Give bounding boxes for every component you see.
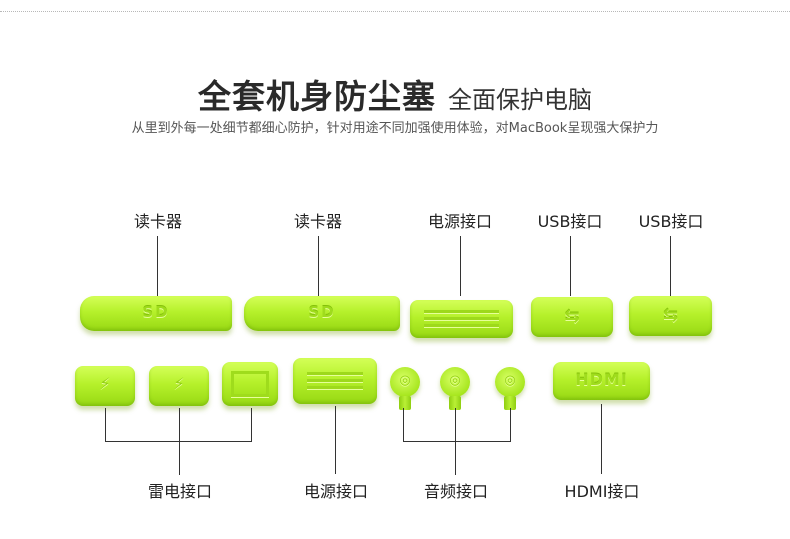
thunderbolt-icon: ⚡ — [99, 374, 111, 393]
bracket-line-audio-2 — [455, 408, 456, 442]
hdmi-emboss: HDMI — [575, 370, 628, 389]
label-thunderbolt-port: 雷电接口 — [147, 482, 213, 501]
top-dotted-divider — [0, 11, 790, 12]
audio-plug-1-stem — [399, 396, 411, 410]
usb-symbol-icon: ⇆ — [662, 305, 679, 326]
sd-emboss-2: SD — [308, 303, 336, 321]
label-usb-port-2: USB接口 — [638, 212, 704, 231]
label-card-reader-2: 读卡器 — [293, 212, 343, 231]
pointer-line-power-top — [460, 236, 461, 296]
sd-emboss-1: SD — [142, 303, 170, 321]
bracket-line-audio-3 — [510, 408, 511, 442]
pointer-line-thunderbolt — [179, 441, 180, 475]
usb-symbol-icon: ⇆ — [564, 306, 580, 327]
label-audio-port: 音频接口 — [423, 482, 489, 501]
page-title: 全套机身防尘塞 — [198, 77, 436, 116]
headphone-icon: ◎ — [504, 373, 516, 388]
power-emboss-bars — [424, 310, 499, 331]
label-power-port-top: 电源接口 — [427, 212, 493, 231]
pointer-line-card-reader-1 — [157, 236, 158, 296]
pointer-line-card-reader-2 — [318, 236, 319, 296]
pointer-line-power-bottom — [335, 406, 336, 474]
power-plug-bottom — [293, 358, 377, 404]
pointer-line-audio — [455, 441, 456, 475]
pointer-line-usb-1 — [570, 236, 571, 296]
bracket-line-thunderbolt-1 — [105, 408, 106, 442]
card-reader-plug-2: SD — [244, 296, 400, 331]
description-line: 从里到外每一处细节都细心防护，针对用途不同加强使用体验，对MacBook呈现强大… — [131, 121, 659, 136]
power-emboss-bars — [307, 372, 363, 393]
headphone-icon: ◎ — [399, 373, 411, 388]
audio-plug-1: ◎ — [390, 367, 420, 397]
card-reader-plug-1: SD — [80, 296, 232, 331]
page-subtitle: 全面保护电脑 — [448, 86, 592, 114]
audio-plug-2-stem — [449, 396, 461, 410]
label-card-reader-1: 读卡器 — [133, 212, 183, 231]
thunderbolt-plug-2: ⚡ — [149, 366, 209, 406]
label-power-port-bottom: 电源接口 — [303, 482, 369, 501]
label-hdmi-port: HDMI接口 — [564, 482, 640, 501]
audio-plug-3: ◎ — [495, 367, 525, 397]
label-usb-port-1: USB接口 — [537, 212, 603, 231]
usb-plug-1: ⇆ — [531, 297, 613, 337]
thunderbolt-plug-3 — [222, 362, 278, 406]
bracket-line-thunderbolt-3 — [251, 408, 252, 442]
port-frame-emboss — [231, 371, 269, 397]
hdmi-plug: HDMI — [553, 362, 650, 400]
bracket-line-thunderbolt-2 — [179, 408, 180, 442]
bracket-base-audio — [403, 441, 511, 442]
thunderbolt-icon: ⚡ — [173, 374, 185, 393]
audio-plug-2: ◎ — [440, 367, 470, 397]
power-plug-top — [410, 300, 513, 338]
headphone-icon: ◎ — [449, 373, 461, 388]
bracket-base-thunderbolt — [105, 441, 252, 442]
title-row: 全套机身防尘塞全面保护电脑 — [0, 70, 790, 118]
audio-plug-3-stem — [504, 396, 516, 410]
pointer-line-usb-2 — [670, 236, 671, 296]
bracket-line-audio-1 — [403, 408, 404, 442]
usb-plug-2: ⇆ — [629, 296, 712, 336]
pointer-line-hdmi — [601, 404, 602, 474]
thunderbolt-plug-1: ⚡ — [75, 366, 135, 406]
